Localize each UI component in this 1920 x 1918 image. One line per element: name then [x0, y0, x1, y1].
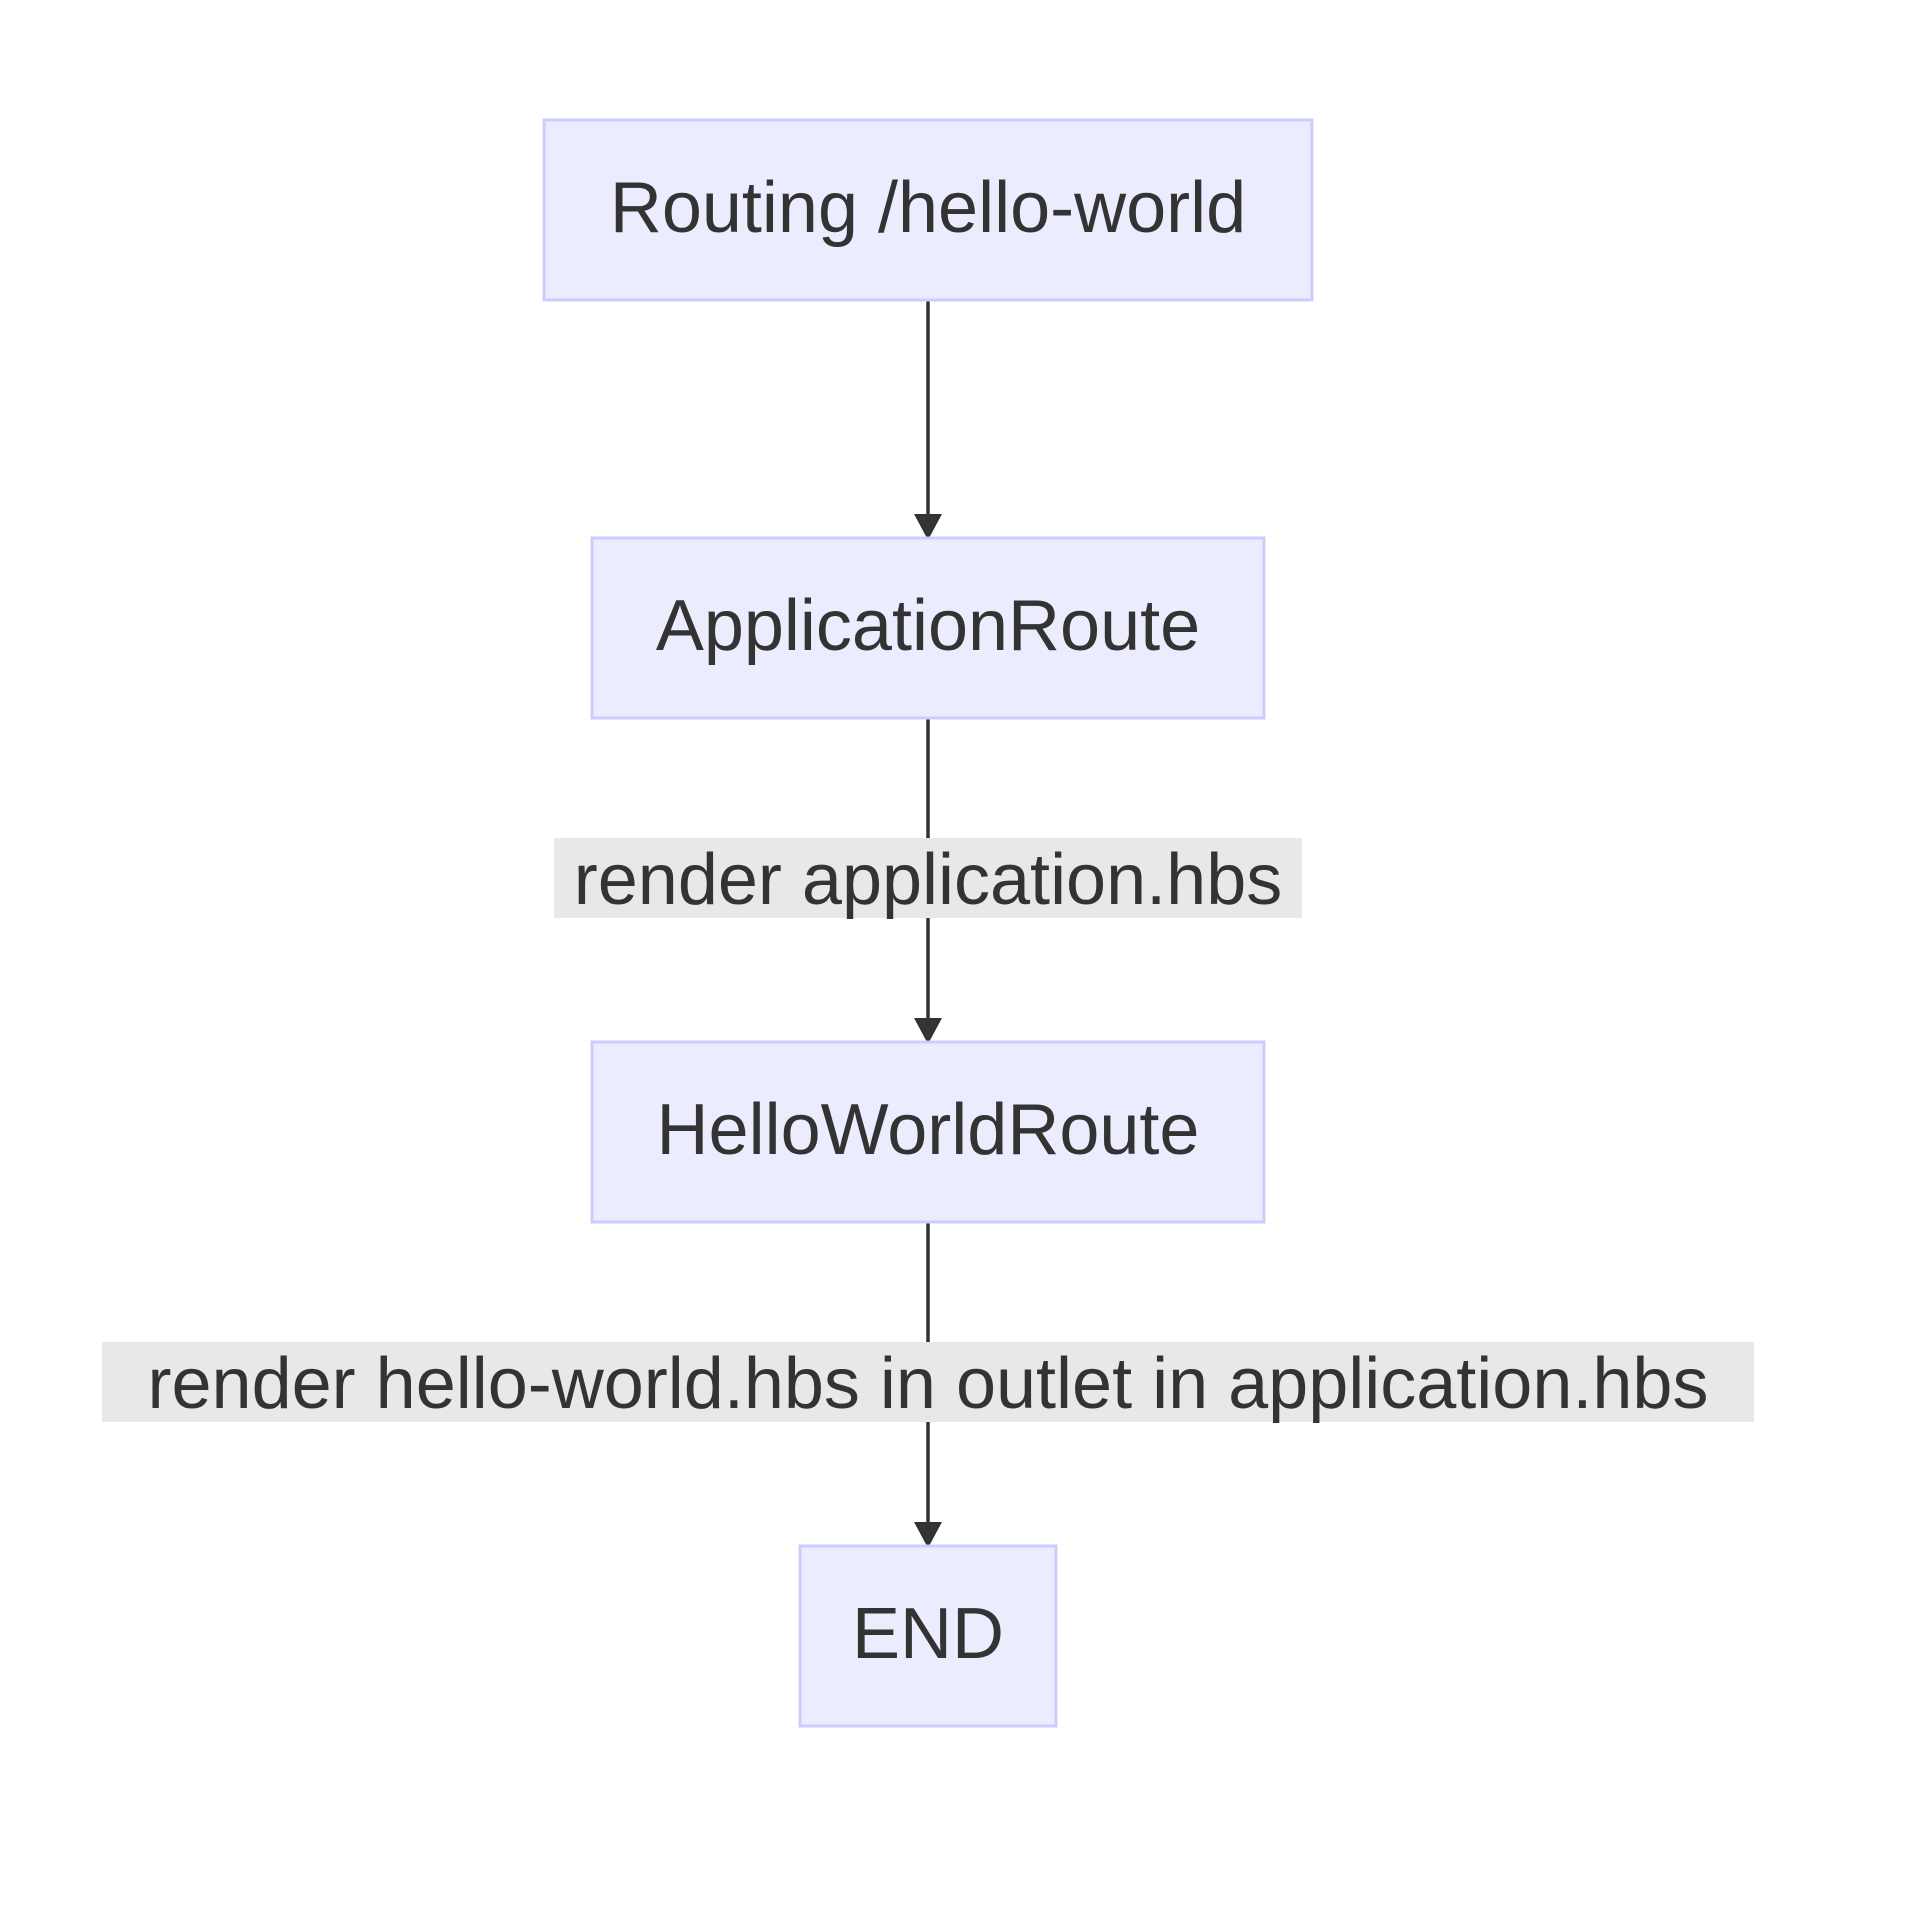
edge-hello-world-route-to-end: render hello-world.hbs in outlet in appl… [102, 1222, 1754, 1548]
edge-label: render hello-world.hbs in outlet in appl… [148, 1344, 1709, 1424]
node-box [798, 1544, 1058, 1728]
node-label: END [852, 1594, 1004, 1674]
node-end: END [798, 1544, 1058, 1728]
edge-label-background [102, 1342, 1754, 1422]
node-hello-world-route: HelloWorldRoute [590, 1040, 1266, 1224]
node-box [542, 118, 1314, 302]
arrow-head-icon [914, 1018, 942, 1044]
node-label: HelloWorldRoute [657, 1090, 1200, 1170]
node-box [590, 536, 1266, 720]
node-box [590, 1040, 1266, 1224]
edge-label: render application.hbs [574, 840, 1282, 920]
arrow-head-icon [914, 514, 942, 540]
edge-application-route-to-hello-world-route: render application.hbs [554, 718, 1302, 1044]
edge-routing-to-application-route [914, 300, 942, 540]
node-application-route: ApplicationRoute [590, 536, 1266, 720]
node-routing-hello-world: Routing /hello-world [542, 118, 1314, 302]
edge-label-background [554, 838, 1302, 918]
node-label: Routing /hello-world [610, 168, 1246, 248]
arrow-head-icon [914, 1522, 942, 1548]
node-label: ApplicationRoute [656, 586, 1200, 666]
